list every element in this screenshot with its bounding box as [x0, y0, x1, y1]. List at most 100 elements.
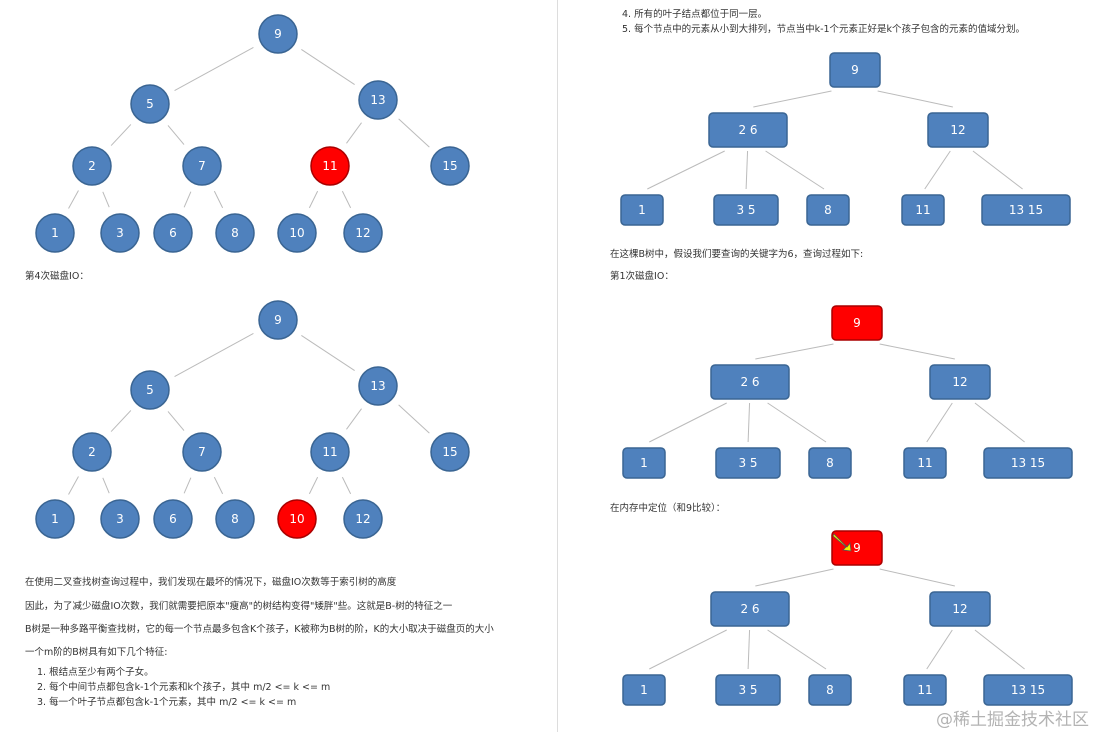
node-label: 1: [51, 512, 59, 526]
tree-node: [130, 84, 170, 124]
node-label: 8: [826, 456, 834, 470]
tree-edge: [341, 190, 352, 209]
tree-node: [903, 447, 947, 479]
feature-item: 2. 每个中间节点都包含k-1个元素和k个孩子，其中 m/2 <= k <= m: [37, 682, 331, 693]
tree-node: [277, 213, 317, 253]
highlighted-node: [831, 305, 883, 341]
tree-node: [430, 146, 470, 186]
tree-node: [430, 432, 470, 472]
node-label: 3 5: [738, 456, 757, 470]
tree-node: [620, 194, 664, 226]
node-label: 3 5: [736, 203, 755, 217]
tree-edge: [924, 150, 951, 190]
node-label: 1: [51, 226, 59, 240]
tree-edge: [765, 150, 825, 190]
node-label: 8: [231, 512, 239, 526]
node-label: 2: [88, 159, 96, 173]
node-label: 9: [851, 63, 859, 77]
tree-node: [153, 213, 193, 253]
tree-edge: [879, 343, 955, 360]
tree-edge: [767, 402, 827, 443]
node-label: 2: [88, 445, 96, 459]
tree-edge: [110, 410, 132, 432]
tree-edge: [649, 629, 727, 670]
tree-edge: [747, 629, 751, 670]
tree-node: [808, 674, 852, 706]
node-label: 6: [169, 512, 177, 526]
node-label: 11: [915, 203, 930, 217]
node-label: 8: [231, 226, 239, 240]
paragraph: 一个m阶的B树具有如下几个特征:: [25, 647, 168, 658]
node-label: 3: [116, 226, 124, 240]
node-label: 9: [274, 27, 282, 41]
tree-edge: [102, 477, 110, 494]
node-label: 11: [917, 456, 932, 470]
node-label: 1: [640, 683, 648, 697]
tree-edge: [174, 46, 254, 92]
node-label: 7: [198, 159, 206, 173]
tree-edge: [398, 404, 430, 434]
node-label: 2 6: [740, 375, 759, 389]
caption-disk-io-1: 第1次磁盘IO：: [610, 271, 674, 282]
page-divider: [557, 0, 558, 732]
tree-edge: [213, 476, 224, 495]
tree-edge: [972, 150, 1023, 190]
highlighted-node: [277, 499, 317, 539]
highlighted-node: [310, 146, 350, 186]
node-label: 8: [826, 683, 834, 697]
node-label: 7: [198, 445, 206, 459]
tree-edge: [102, 191, 110, 208]
node-label: 3: [116, 512, 124, 526]
node-label: 11: [322, 445, 337, 459]
tree-node: [710, 591, 790, 627]
tree-node: [358, 80, 398, 120]
node-label: 9: [274, 313, 282, 327]
tree-node: [182, 432, 222, 472]
tree-edge: [174, 332, 254, 378]
node-label: 1: [640, 456, 648, 470]
node-label: 5: [146, 383, 154, 397]
tree-node: [35, 213, 75, 253]
tree-node: [713, 194, 779, 226]
node-label: 2 6: [740, 602, 759, 616]
node-label: 12: [952, 602, 967, 616]
caption-locate: 在内存中定位（和9比较）：: [610, 503, 726, 514]
tree-edge: [755, 343, 834, 360]
node-label: 2 6: [738, 123, 757, 137]
node-label: 15: [442, 445, 457, 459]
tree-node: [258, 300, 298, 340]
feature-item: 5. 每个节点中的元素从小到大排列，节点当中k-1个元素正好是k个孩子包含的元素…: [622, 24, 1026, 35]
node-label: 5: [146, 97, 154, 111]
tree-edge: [301, 49, 355, 85]
node-label: 13 15: [1009, 203, 1043, 217]
tree-node: [903, 674, 947, 706]
tree-node: [343, 499, 383, 539]
tree-edge: [747, 402, 751, 443]
feature-item: 1. 根结点至少有两个子女。: [37, 667, 154, 678]
tree-edge: [926, 402, 953, 443]
tree-edge: [68, 190, 79, 209]
tree-node: [215, 213, 255, 253]
node-label: 13: [370, 93, 385, 107]
tree-node: [72, 432, 112, 472]
node-label: 12: [950, 123, 965, 137]
query-intro: 在这棵B树中，假设我们要查询的关键字为6，查询过程如下:: [610, 249, 864, 260]
tree-edge: [183, 191, 192, 208]
node-label: 11: [917, 683, 932, 697]
tree-node: [622, 674, 666, 706]
tree-edge: [745, 150, 749, 190]
node-label: 15: [442, 159, 457, 173]
tree-node: [35, 499, 75, 539]
tree-node: [100, 213, 140, 253]
tree-edge: [767, 629, 827, 670]
tree-node: [981, 194, 1071, 226]
tree-edge: [877, 90, 953, 108]
tree-node: [901, 194, 945, 226]
feature-item: 3. 每一个叶子节点都包含k-1个元素，其中 m/2 <= k <= m: [37, 697, 297, 708]
tree-edge: [213, 190, 224, 209]
